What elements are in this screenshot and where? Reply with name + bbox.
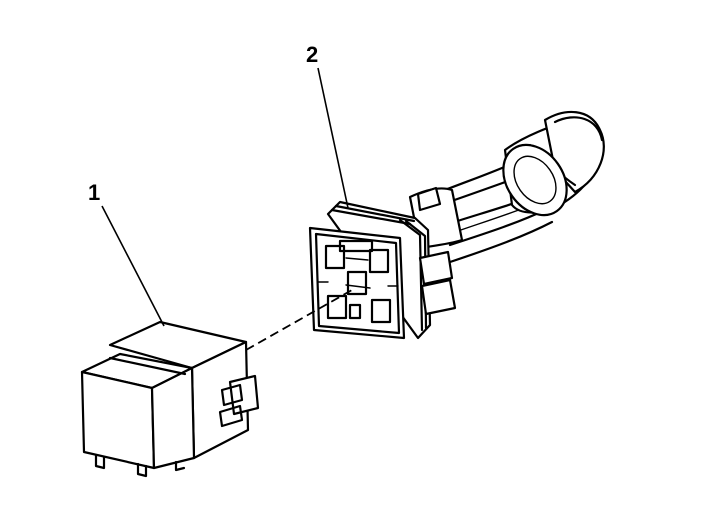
terminal-cavities	[317, 239, 399, 324]
alignment-dash-line	[245, 289, 353, 351]
callout-2-label: 2	[306, 42, 318, 67]
callout-2: 2	[306, 42, 349, 209]
callout-2-leader	[317, 67, 349, 209]
relay	[80, 320, 260, 478]
callout-1-label: 1	[88, 180, 100, 205]
callout-1-leader	[101, 205, 165, 327]
harness-sleeve	[502, 110, 605, 217]
callout-1: 1	[88, 180, 165, 327]
wire-harness	[408, 110, 605, 264]
relay-connector	[308, 186, 457, 340]
